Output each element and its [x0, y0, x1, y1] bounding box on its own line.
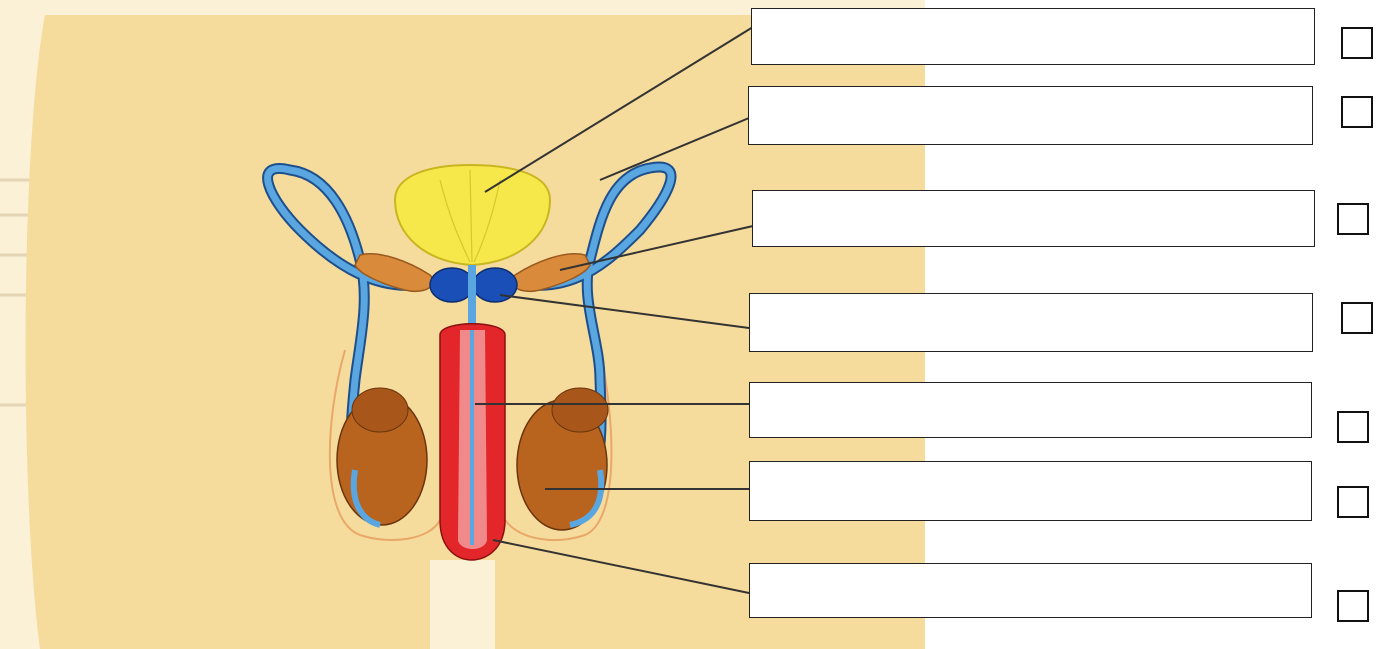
checkbox-6[interactable] [1337, 486, 1369, 518]
label-box-1[interactable] [751, 8, 1315, 65]
checkbox-4[interactable] [1341, 302, 1373, 334]
label-box-7[interactable] [749, 563, 1312, 618]
label-box-4[interactable] [749, 293, 1313, 352]
checkbox-2[interactable] [1341, 96, 1373, 128]
epididymis-right [552, 388, 608, 432]
checkbox-3[interactable] [1337, 203, 1369, 235]
checkbox-7[interactable] [1337, 590, 1369, 622]
label-box-5[interactable] [749, 382, 1312, 438]
epididymis-left [352, 388, 408, 432]
label-box-2[interactable] [748, 86, 1313, 145]
label-box-6[interactable] [749, 461, 1312, 521]
prostate-left [430, 268, 474, 302]
checkbox-1[interactable] [1341, 27, 1373, 59]
checkbox-5[interactable] [1337, 411, 1369, 443]
thigh-gap [430, 560, 495, 649]
label-box-3[interactable] [752, 190, 1315, 247]
